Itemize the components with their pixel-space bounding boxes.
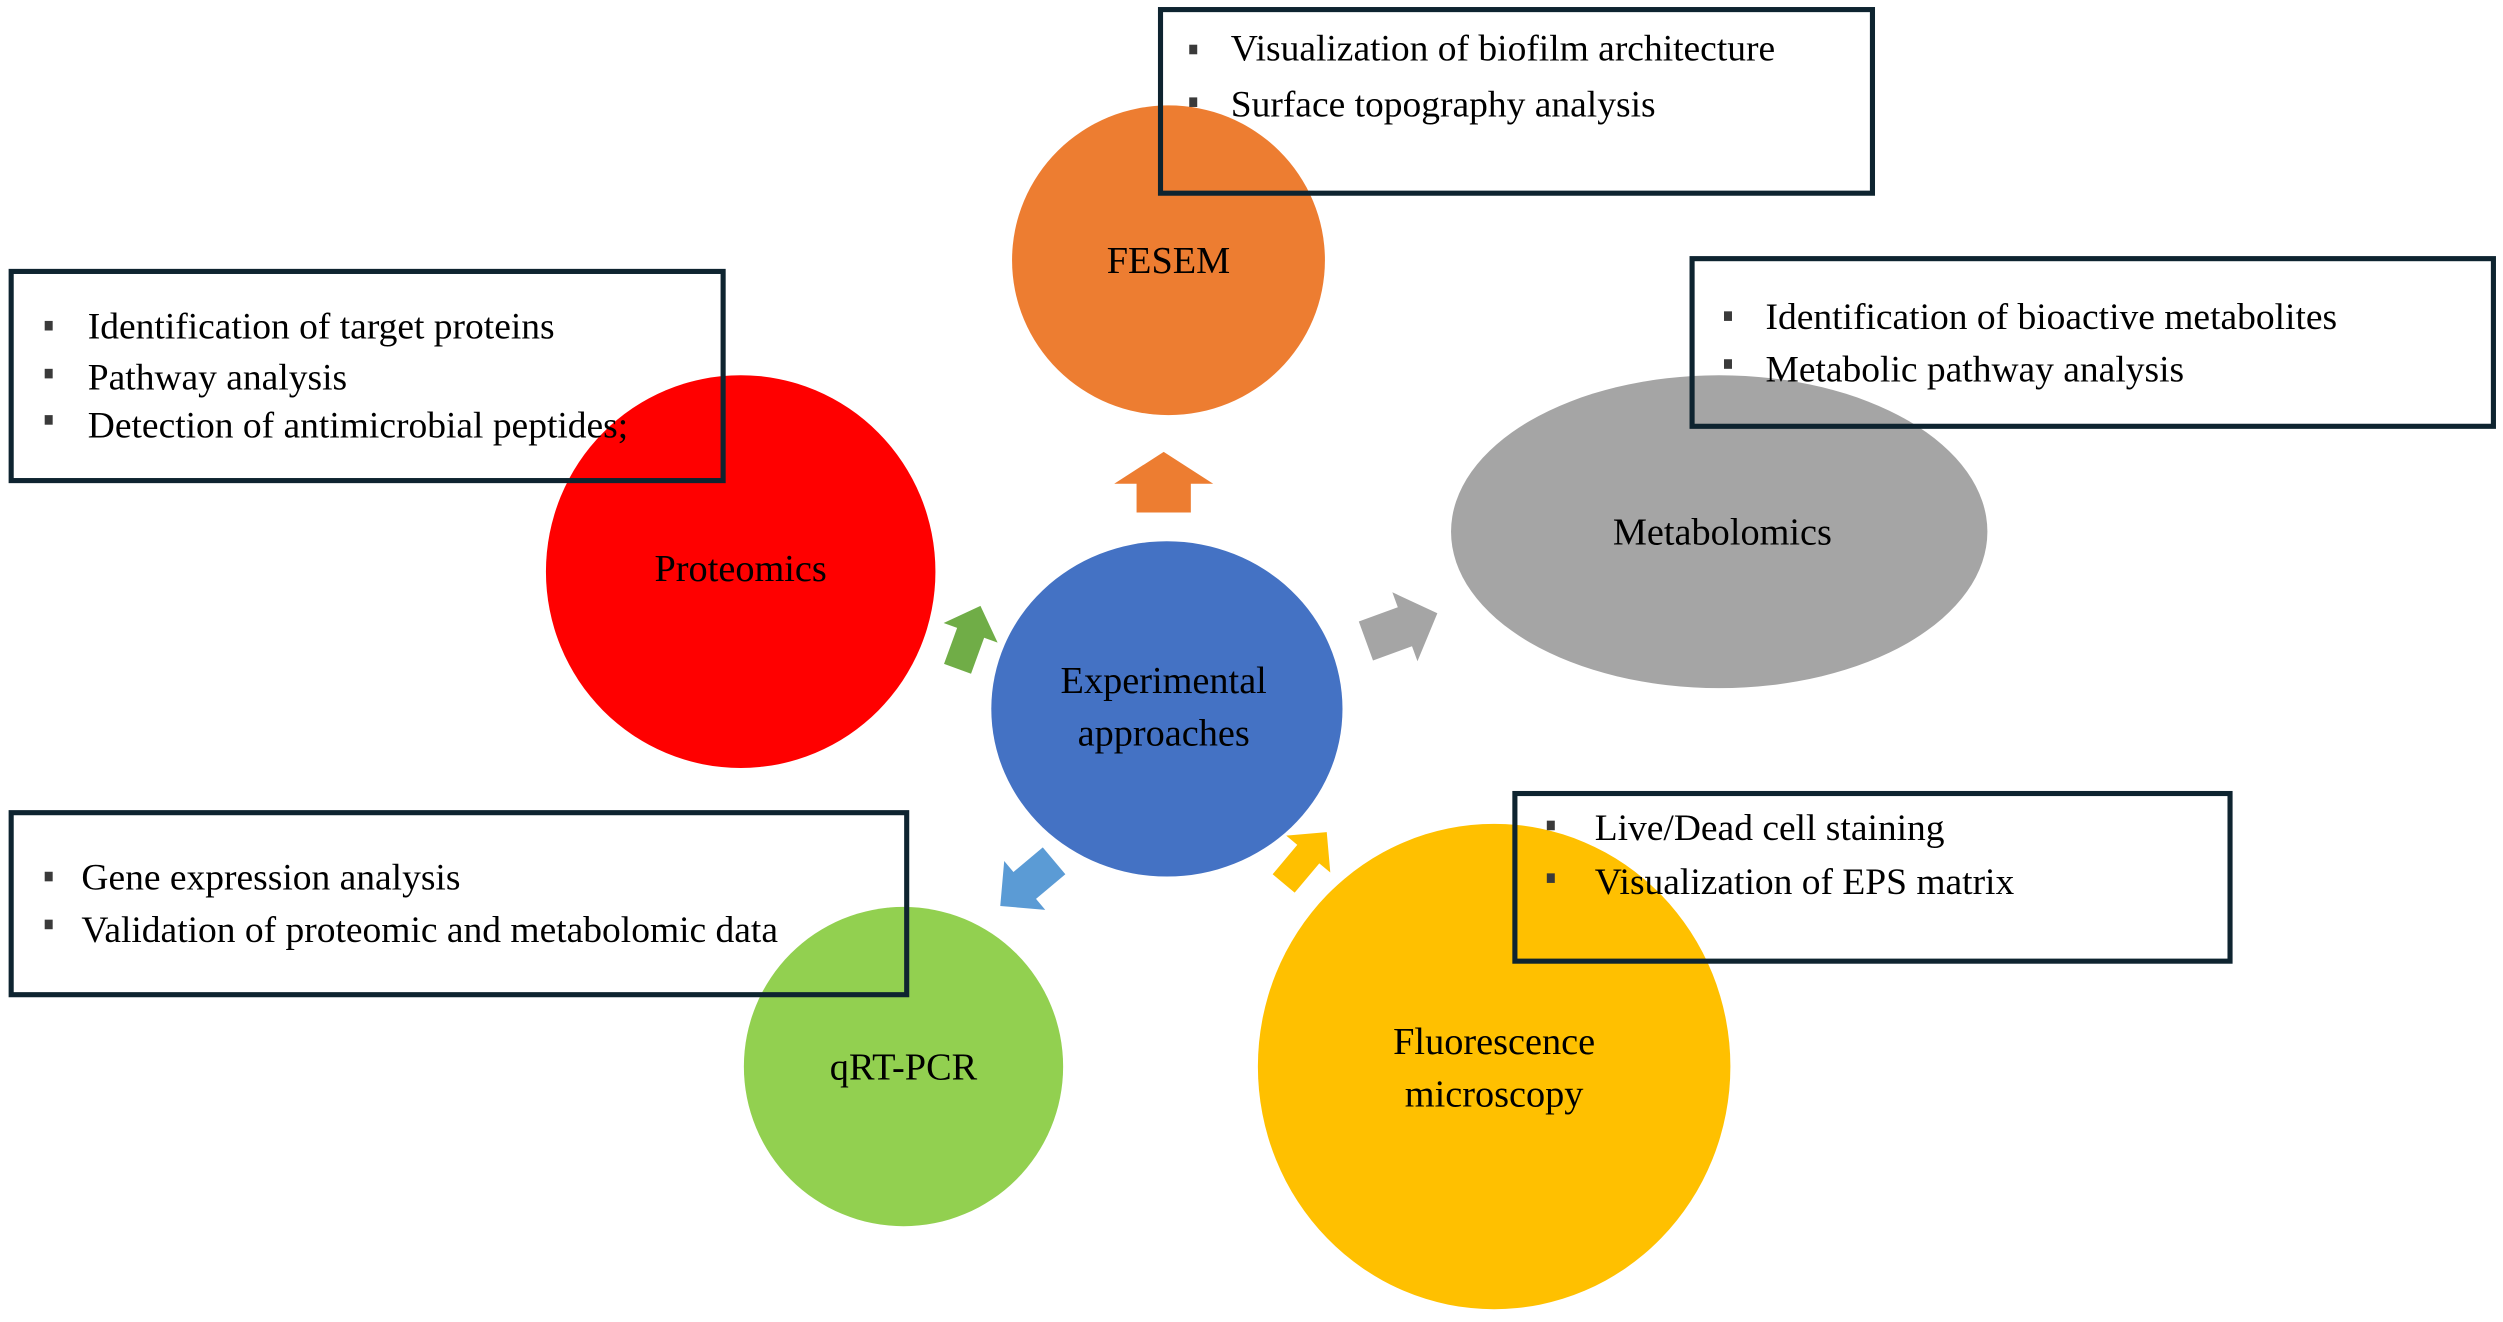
metabolomics-detail-item: Metabolic pathway analysis xyxy=(1766,350,2185,391)
square-bullet-icon xyxy=(44,415,53,425)
square-bullet-icon xyxy=(1546,820,1555,831)
fluorescence-label-line2: microscopy xyxy=(1405,1073,1584,1115)
square-bullet-icon xyxy=(1546,873,1555,883)
square-bullet-icon xyxy=(1189,97,1198,107)
qrtpcr-detail-item: Validation of proteomic and metabolomic … xyxy=(81,910,778,951)
arrow-to-fluorescence-icon xyxy=(1272,832,1331,893)
arrow-to-fesem-icon xyxy=(1114,451,1214,513)
metabolomics-details-box: Identification of bioactive metabolites … xyxy=(1689,256,2496,429)
proteomics-circle xyxy=(545,375,936,768)
center-circle xyxy=(991,541,1343,877)
fluorescence-label-line1: Fluorescence xyxy=(1393,1021,1595,1063)
fluorescence-detail-item: Live/Dead cell staining xyxy=(1595,808,1945,849)
proteomics-detail-item: Pathway analysis xyxy=(88,358,347,399)
fesem-detail-item: Surface topography analysis xyxy=(1231,85,1656,126)
fesem-details-box: Visualization of biofilm architecture Su… xyxy=(1157,7,1876,196)
square-bullet-icon xyxy=(44,368,53,379)
square-bullet-icon xyxy=(44,320,53,331)
qrtpcr-label: qRT-PCR xyxy=(830,1046,978,1088)
qrtpcr-detail-item: Gene expression analysis xyxy=(81,857,460,898)
square-bullet-icon xyxy=(44,919,53,930)
square-bullet-icon xyxy=(1189,44,1198,55)
center-label-line2: approaches xyxy=(1078,713,1250,755)
proteomics-label: Proteomics xyxy=(655,548,827,590)
square-bullet-icon xyxy=(1724,359,1732,369)
center-label-line1: Experimental xyxy=(1061,660,1267,702)
arrow-to-metabolomics-icon xyxy=(1358,592,1438,662)
fluorescence-circle xyxy=(1257,823,1731,1310)
proteomics-detail-item: Identification of target proteins xyxy=(88,306,555,347)
proteomics-detail-item: Detection of antimicrobial peptides; xyxy=(88,405,628,446)
qrtpcr-details-box: Gene expression analysis Validation of p… xyxy=(8,810,910,998)
square-bullet-icon xyxy=(1724,311,1732,321)
fluorescence-details-box: Live/Dead cell staining Visualization of… xyxy=(1512,790,2233,964)
arrow-to-qrtpcr-icon xyxy=(1000,847,1066,910)
metabolomics-label: Metabolomics xyxy=(1613,511,1832,553)
arrow-to-proteomics-icon xyxy=(943,605,998,674)
proteomics-details-box: Identification of target proteins Pathwa… xyxy=(8,268,726,484)
fesem-label: FESEM xyxy=(1107,240,1230,282)
fesem-circle xyxy=(1012,105,1325,416)
fluorescence-detail-item: Visualization of EPS matrix xyxy=(1595,862,2015,903)
metabolomics-detail-item: Identification of bioactive metabolites xyxy=(1766,297,2338,338)
qrtpcr-circle xyxy=(743,906,1064,1227)
square-bullet-icon xyxy=(44,871,53,882)
metabolomics-ellipse xyxy=(1451,375,1988,689)
fesem-detail-item: Visualization of biofilm architecture xyxy=(1231,29,1775,70)
